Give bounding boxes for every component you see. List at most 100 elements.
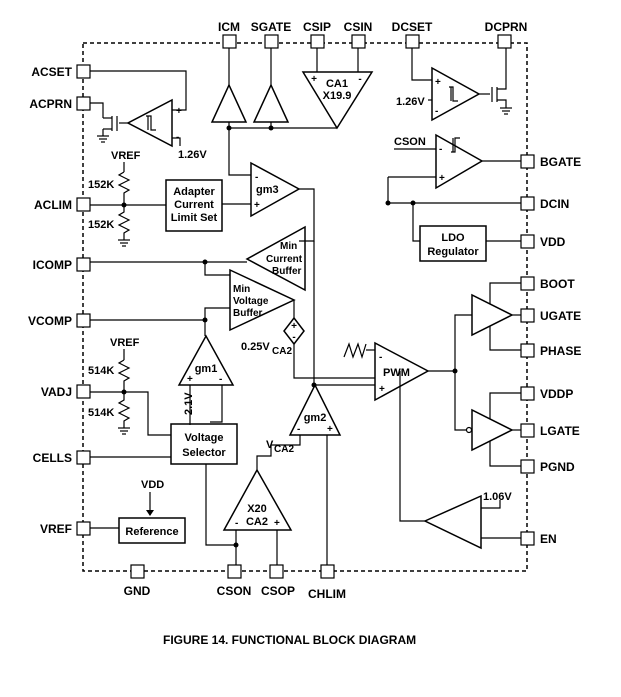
svg-text:Current: Current — [174, 199, 214, 211]
svg-text:+: + — [274, 518, 280, 529]
pin-csin: CSIN — [344, 20, 373, 49]
pin-cson: CSON — [217, 564, 251, 598]
svg-text:SGATE: SGATE — [251, 20, 291, 34]
svg-text:GND: GND — [124, 584, 151, 598]
svg-text:DCIN: DCIN — [540, 197, 569, 211]
svg-text:Current: Current — [266, 254, 303, 265]
pin-boot: BOOT — [520, 276, 575, 291]
svg-text:Min: Min — [233, 284, 250, 295]
pin-icomp: ICOMP — [33, 257, 91, 272]
svg-text:Limit Set: Limit Set — [171, 212, 218, 224]
figure-caption: FIGURE 14. FUNCTIONAL BLOCK DIAGRAM — [163, 633, 416, 647]
svg-text:Buffer: Buffer — [272, 266, 302, 277]
svg-text:CSOP: CSOP — [261, 584, 295, 598]
svg-text:-: - — [235, 518, 238, 529]
svg-text:1.26V: 1.26V — [396, 96, 425, 108]
svg-text:Buffer: Buffer — [233, 308, 263, 319]
svg-text:Min: Min — [280, 241, 297, 252]
pin-pgnd: PGND — [520, 459, 575, 474]
svg-text:Adapter: Adapter — [173, 186, 215, 198]
pin-csip: CSIP — [303, 20, 331, 49]
svg-text:+: + — [379, 384, 385, 395]
pin-vddp: VDDP — [520, 386, 573, 401]
svg-text:BOOT: BOOT — [540, 277, 575, 291]
svg-text:X19.9: X19.9 — [323, 90, 352, 102]
svg-text:DCSET: DCSET — [392, 20, 433, 34]
gm1-amplifier: gm1 + - 2.1V — [177, 320, 235, 425]
svg-text:gm2: gm2 — [304, 412, 327, 424]
pin-cells: CELLS — [33, 450, 91, 465]
svg-text:1.26V: 1.26V — [178, 149, 207, 161]
svg-text:gm3: gm3 — [256, 184, 279, 196]
offset-voltage-source: + - 0.25V CA2 — [241, 300, 375, 379]
svg-text:Voltage: Voltage — [185, 432, 224, 444]
min-current-buffer: Min Current Buffer — [245, 225, 306, 292]
svg-text:PHASE: PHASE — [540, 344, 581, 358]
svg-text:VDD: VDD — [141, 479, 164, 491]
sawtooth-icon — [343, 342, 367, 360]
ldo-regulator: LDO Regulator — [412, 203, 521, 262]
svg-text:-: - — [358, 74, 361, 85]
gm3-amplifier: - + gm3 — [250, 161, 315, 242]
svg-text:LGATE: LGATE — [540, 424, 580, 438]
svg-text:+: + — [327, 424, 333, 435]
ca2-amplifier: X20 CA2 - + — [222, 450, 293, 565]
svg-text:2.1V: 2.1V — [183, 392, 195, 415]
pin-chlim: CHLIM — [308, 564, 346, 601]
bgate-comparator: CSON - + — [388, 133, 521, 190]
pin-vcomp: VCOMP — [28, 313, 91, 328]
pin-phase: PHASE — [520, 343, 581, 358]
pin-acprn: ACPRN — [29, 96, 91, 111]
voltage-selector: Voltage Selector — [90, 423, 238, 465]
pin-icm: ICM — [218, 20, 240, 49]
gm2-amplifier: gm2 - + — [270, 383, 342, 565]
svg-text:-: - — [379, 352, 382, 363]
sgate-buffer — [252, 48, 290, 128]
pin-bgate: BGATE — [520, 154, 581, 169]
svg-text:VREF: VREF — [111, 150, 141, 162]
pin-vadj: VADJ — [41, 384, 91, 399]
svg-text:CA2: CA2 — [246, 516, 268, 528]
pin-dcprn: DCPRN — [485, 20, 527, 49]
pin-lgate: LGATE — [520, 423, 580, 438]
svg-text:+: + — [439, 173, 445, 184]
svg-text:ACSET: ACSET — [31, 65, 72, 79]
svg-text:CHLIM: CHLIM — [308, 587, 346, 601]
svg-text:ICM: ICM — [218, 20, 240, 34]
svg-text:152K: 152K — [88, 179, 114, 191]
min-voltage-buffer: Min Voltage Buffer — [204, 268, 296, 332]
svg-text:CSIN: CSIN — [344, 20, 373, 34]
svg-text:CSON: CSON — [394, 136, 426, 148]
svg-text:EN: EN — [540, 532, 557, 546]
pin-dcset: DCSET — [392, 20, 433, 49]
svg-text:BGATE: BGATE — [540, 155, 581, 169]
pin-vref: VREF — [40, 521, 91, 536]
svg-text:X20: X20 — [247, 503, 267, 515]
pin-acset: ACSET — [31, 64, 91, 79]
svg-text:-: - — [439, 144, 442, 155]
svg-text:ICOMP: ICOMP — [33, 258, 72, 272]
svg-text:-: - — [297, 424, 300, 435]
svg-text:CSIP: CSIP — [303, 20, 331, 34]
svg-text:-: - — [292, 332, 295, 343]
svg-text:+: + — [311, 74, 317, 85]
svg-text:+: + — [291, 321, 297, 332]
svg-text:Regulator: Regulator — [427, 246, 479, 258]
svg-text:V: V — [266, 439, 274, 451]
svg-text:-: - — [255, 172, 258, 183]
svg-text:VDD: VDD — [540, 235, 566, 249]
svg-text:VREF: VREF — [110, 337, 140, 349]
vadj-divider: VREF 514K 514K — [88, 337, 171, 436]
svg-text:CA2: CA2 — [272, 346, 292, 357]
svg-text:VCOMP: VCOMP — [28, 314, 72, 328]
pin-en: EN — [520, 531, 557, 546]
svg-text:PWM: PWM — [383, 367, 410, 379]
pin-vdd: VDD — [520, 234, 566, 249]
reference-block: VDD Reference — [90, 479, 186, 544]
aclim-divider: VREF 152K 152K — [88, 150, 166, 247]
lower-gate-driver — [465, 392, 521, 467]
adapter-current-limit-set: Adapter Current Limit Set — [165, 179, 251, 232]
svg-text:CA1: CA1 — [326, 78, 348, 90]
icm-buffer — [210, 48, 248, 148]
